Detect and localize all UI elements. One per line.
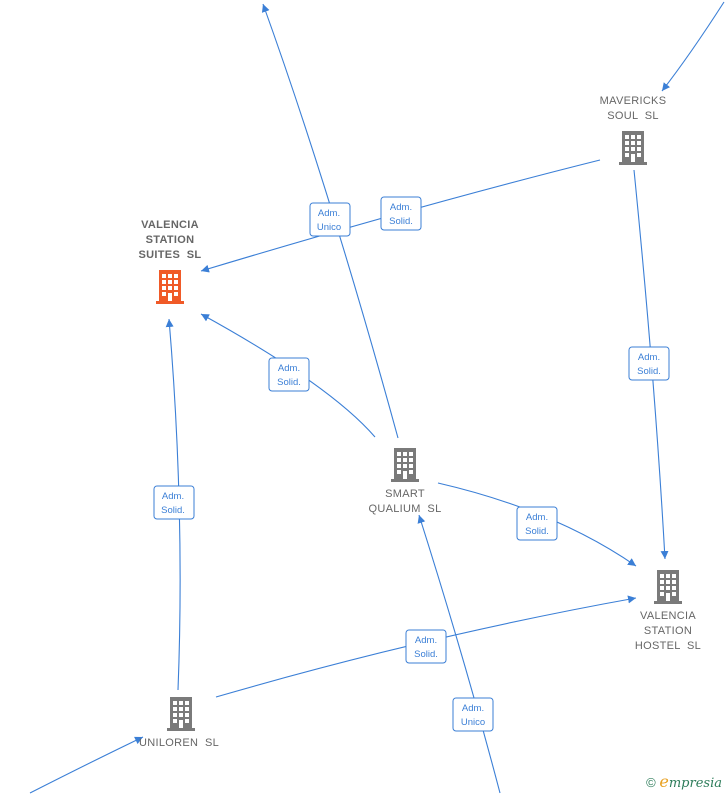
company-name-line: UNILOREN SL: [139, 737, 219, 749]
company-node-mavericks[interactable]: MAVERICKS SOUL SL: [600, 95, 667, 165]
edge-label-text: Solid.: [525, 526, 549, 537]
company-name-line: STATION: [146, 234, 195, 246]
company-node-valencia-suites[interactable]: VALENCIA STATION SUITES SL: [139, 219, 202, 304]
edge-label[interactable]: Adm. Unico: [309, 202, 351, 237]
company-name-line: VALENCIA: [640, 610, 696, 622]
edge-label-text: Solid.: [389, 216, 413, 227]
relationship-edge: [29, 736, 144, 794]
brand-logo-initial: e: [659, 772, 669, 791]
company-name-line: SUITES SL: [139, 249, 202, 261]
building-icon: [619, 131, 647, 165]
edge-label-text: Unico: [461, 717, 485, 728]
company-name-line: STATION: [644, 625, 692, 637]
edge-label-text: Adm.: [415, 635, 437, 646]
edge-label-text: Adm.: [278, 363, 300, 374]
edge-label[interactable]: Adm. Solid.: [628, 346, 670, 381]
relationship-edge: [661, 1, 725, 92]
building-icon: [654, 570, 682, 604]
watermark: © empresia: [646, 772, 722, 791]
edge-label-box: [309, 202, 351, 237]
building-icon: [167, 697, 195, 731]
building-icon: [391, 448, 419, 482]
company-name-line: VALENCIA: [141, 219, 199, 231]
edge-label-box: [153, 485, 195, 520]
edge-label[interactable]: Adm. Solid.: [380, 196, 422, 231]
edge-label-text: Solid.: [637, 366, 661, 377]
edge-label-text: Solid.: [277, 377, 301, 388]
company-node-smart-qualium[interactable]: SMART QUALIUM SL: [369, 448, 442, 515]
edge-label[interactable]: Adm. Solid.: [516, 506, 558, 541]
company-name-line: SMART: [385, 488, 425, 500]
edge-label-text: Adm.: [318, 208, 340, 219]
edge-label[interactable]: Adm. Solid.: [268, 357, 310, 392]
company-node-valencia-hostel[interactable]: VALENCIA STATION HOSTEL SL: [635, 570, 701, 652]
edge-label-box: [452, 697, 494, 732]
edge-label-text: Adm.: [638, 352, 660, 363]
edge-label-text: Solid.: [414, 649, 438, 660]
company-name-line: MAVERICKS: [600, 95, 667, 107]
edge-label-text: Solid.: [161, 505, 185, 516]
brand-logo-rest: mpresia: [668, 776, 722, 791]
edge-label-box: [516, 506, 558, 541]
edge-label-text: Adm.: [462, 703, 484, 714]
relationship-edge: [417, 514, 501, 794]
edge-label[interactable]: Adm. Solid.: [405, 629, 447, 664]
edge-label-text: Adm.: [526, 512, 548, 523]
edge-label-box: [405, 629, 447, 664]
edge-label[interactable]: Adm. Solid.: [153, 485, 195, 520]
company-name-line: SOUL SL: [607, 110, 659, 122]
edge-label[interactable]: Adm. Unico: [452, 697, 494, 732]
edge-label-text: Adm.: [162, 491, 184, 502]
edge-label-box: [268, 357, 310, 392]
edge-label-box: [380, 196, 422, 231]
edge-label-text: Unico: [317, 222, 341, 233]
company-name-line: HOSTEL SL: [635, 640, 701, 652]
company-name-line: QUALIUM SL: [369, 503, 442, 515]
copyright-symbol: ©: [646, 775, 656, 790]
building-icon: [156, 270, 184, 304]
company-node-uniloren[interactable]: UNILOREN SL: [139, 697, 219, 749]
edge-label-box: [628, 346, 670, 381]
edge-label-text: Adm.: [390, 202, 412, 213]
